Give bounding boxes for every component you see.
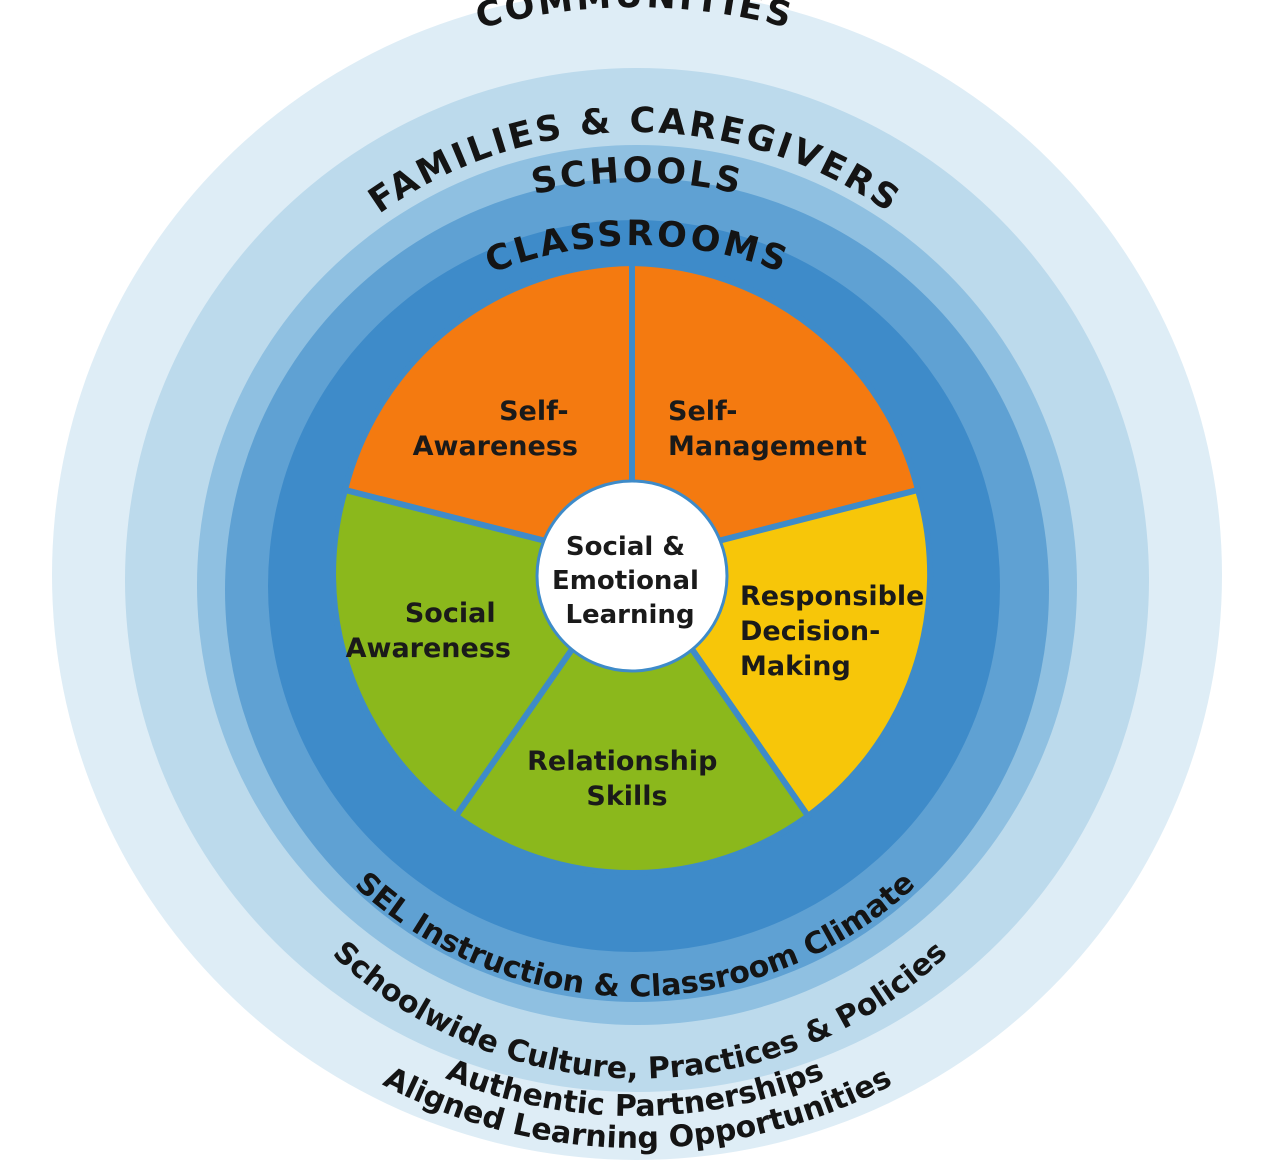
center-label: Social & Emotional Learning [552, 532, 708, 630]
wedge-self-management [629, 259, 922, 567]
label-self-management: Self- Management [668, 396, 867, 462]
label-relationship-skills: Relationship Skills [527, 746, 727, 812]
wedge-relationship-skills [451, 557, 813, 876]
label-self-awareness: Self- Awareness [413, 396, 578, 462]
label-responsible-decision-making: Responsible Decision- Making [740, 581, 934, 682]
label-social-awareness: Social Awareness [346, 598, 511, 664]
wedge-self-awareness [341, 259, 635, 567]
center-hub [535, 479, 729, 673]
